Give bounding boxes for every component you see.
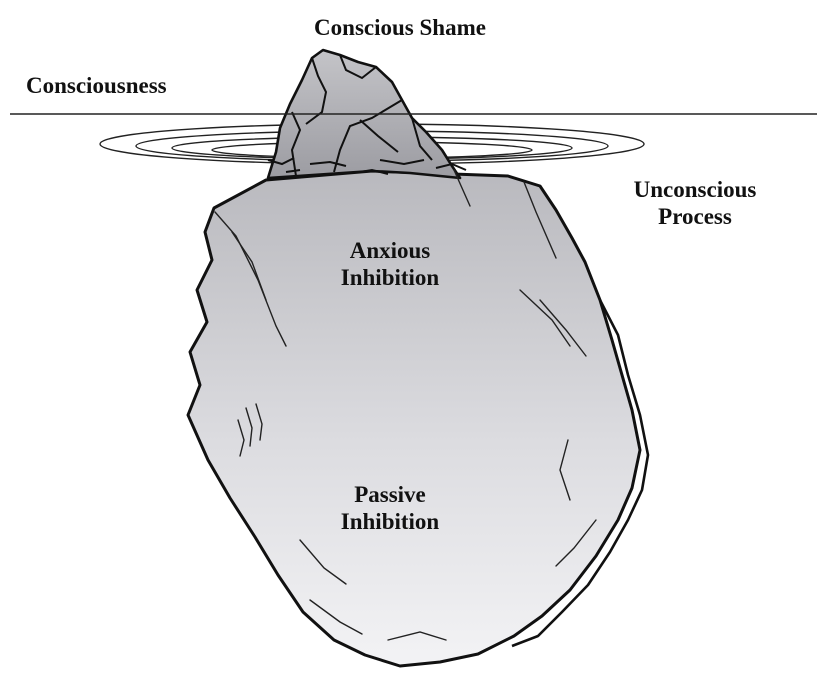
label-anxious-line2: Inhibition [290,264,490,291]
label-anxious-inhibition: Anxious Inhibition [290,237,490,291]
label-passive-line1: Passive [290,481,490,508]
label-anxious-line1: Anxious [290,237,490,264]
label-unconscious-process: Unconscious Process [600,176,790,230]
label-passive-inhibition: Passive Inhibition [290,481,490,535]
label-passive-line2: Inhibition [290,508,490,535]
label-consciousness: Consciousness [26,72,256,99]
label-conscious-shame: Conscious Shame [270,14,530,41]
label-unconscious-line1: Unconscious [600,176,790,203]
label-unconscious-line2: Process [600,203,790,230]
